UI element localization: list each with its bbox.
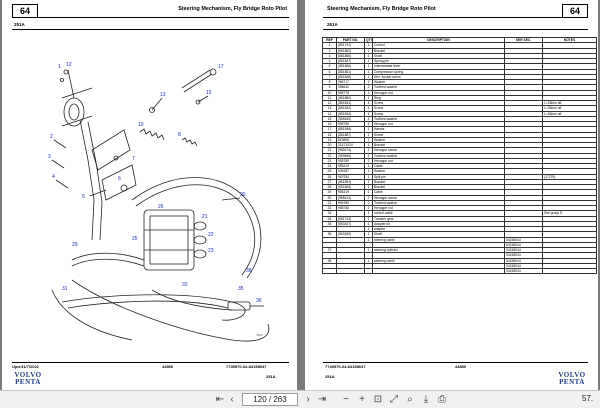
left-page-header: 64 Steering Mechanism, Fly Bridge Roto P…: [12, 4, 289, 18]
svg-text:38: 38: [246, 268, 252, 274]
svg-text:25: 25: [132, 236, 138, 242]
volvo-penta-logo-left: VOLVO PENTA: [12, 372, 44, 386]
row-ser-sec: 54158044: [504, 267, 543, 275]
svg-text:29: 29: [72, 242, 78, 248]
zoom-in-button[interactable]: +: [359, 394, 365, 405]
svg-text:12: 12: [66, 62, 72, 68]
right-subsection: 251A: [327, 22, 338, 27]
left-footer-code: 44850: [162, 364, 174, 369]
svg-text:5: 5: [82, 194, 85, 200]
left-footer-sub: 251A: [266, 374, 276, 379]
row-description: [372, 267, 505, 275]
current-page: 120: [253, 395, 267, 404]
svg-text:1: 1: [58, 64, 61, 70]
search-button[interactable]: ⌕: [407, 394, 413, 405]
first-page-button[interactable]: ⇤: [215, 394, 225, 405]
right-footer-code: 44850: [455, 364, 467, 369]
download-button[interactable]: ⤓: [423, 394, 429, 405]
svg-text:21: 21: [202, 214, 208, 220]
col-qty-header: QTY: [364, 36, 373, 44]
viewer-toolbar: ⇤ 120 / 263 ‹ › ⇥ − + ⊡ ⤢ ⌕ ⤓ ⎙ 57.: [0, 390, 600, 408]
svg-text:36: 36: [256, 298, 262, 304]
right-footer-divider: [323, 362, 588, 363]
row-ref: [322, 267, 337, 275]
left-footer-ref: 7749570-04-84158047: [226, 364, 267, 369]
volvo-penta-logo-right: VOLVO PENTA: [555, 372, 589, 386]
col-notes-header: NOTES: [542, 36, 597, 44]
last-page-button[interactable]: ⇥: [317, 394, 327, 405]
right-page-number: 64: [562, 4, 588, 18]
right-subsection-divider: [323, 29, 588, 30]
left-page-number: 64: [12, 4, 38, 18]
svg-text:22: 22: [208, 232, 214, 238]
left-footer-date: Upd:31/7/2022: [12, 364, 39, 369]
parts-table: REF PART NO. QTY DESCRIPTION SER SEC. NO…: [322, 36, 597, 275]
row-notes: [542, 267, 597, 275]
page-number-field[interactable]: 120 / 263: [242, 393, 298, 406]
svg-text:4: 4: [52, 174, 55, 180]
total-pages: / 263: [268, 395, 287, 404]
diagram-caption: 7900: [256, 333, 263, 337]
svg-text:23: 23: [208, 248, 214, 254]
svg-text:13: 13: [160, 92, 166, 98]
svg-text:7: 7: [132, 156, 135, 162]
left-footer-divider: [12, 362, 289, 363]
svg-text:3: 3: [48, 154, 51, 160]
svg-text:33: 33: [182, 282, 188, 288]
next-page-button[interactable]: ›: [306, 394, 310, 405]
logo-line2: PENTA: [15, 378, 41, 386]
right-footer-ref: 7749570-04-84158047: [325, 364, 366, 369]
left-subsection: 251A: [14, 22, 25, 27]
table-row: 54158044: [322, 267, 597, 275]
svg-text:31: 31: [62, 286, 68, 292]
svg-text:35: 35: [238, 286, 244, 292]
steering-exploded-diagram: 1 12 13 15 17 10 8 2 3 4 5 6 7 20 21 22 …: [48, 62, 270, 342]
svg-text:6: 6: [118, 176, 121, 182]
right-page-header: Steering Mechanism, Fly Bridge Roto Pilo…: [323, 4, 588, 18]
logo-line2: PENTA: [559, 378, 585, 386]
logo-line1: VOLVO: [14, 371, 42, 379]
svg-text:8: 8: [178, 132, 181, 138]
fit-page-button[interactable]: ⊡: [373, 394, 383, 405]
print-button[interactable]: ⎙: [438, 394, 446, 405]
zoom-level: 57.: [582, 394, 594, 403]
right-page-title: Steering Mechanism, Fly Bridge Roto Pilo…: [327, 6, 436, 12]
fullscreen-button[interactable]: ⤢: [390, 394, 398, 405]
svg-text:26: 26: [158, 204, 164, 210]
svg-text:15: 15: [206, 90, 212, 96]
prev-page-button[interactable]: ‹: [230, 394, 234, 405]
svg-text:10: 10: [138, 122, 144, 128]
row-qty: [364, 267, 373, 275]
left-subsection-divider: [12, 29, 289, 30]
svg-text:17: 17: [218, 64, 224, 70]
svg-text:2: 2: [50, 134, 53, 140]
zoom-out-button[interactable]: −: [343, 394, 349, 405]
left-page-title: Steering Mechanism, Fly Bridge Roto Pilo…: [178, 6, 287, 12]
svg-text:20: 20: [240, 192, 246, 198]
logo-line1: VOLVO: [558, 371, 586, 379]
left-page: 64 Steering Mechanism, Fly Bridge Roto P…: [2, 0, 297, 390]
parts-table-header-row: REF PART NO. QTY DESCRIPTION SER SEC. NO…: [322, 36, 597, 44]
right-footer-sub: 251A: [325, 374, 335, 379]
row-part-no: [336, 267, 365, 275]
